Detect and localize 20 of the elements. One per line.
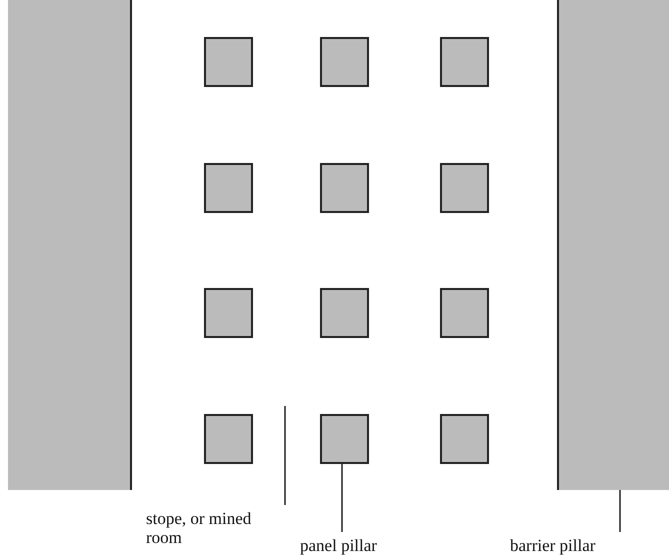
panel-pillar-block: [204, 414, 253, 464]
leader-line: [284, 406, 286, 505]
leader-label: barrier pillar: [510, 536, 620, 555]
panel-pillar-block: [440, 37, 489, 87]
panel-pillar-block: [320, 288, 369, 338]
panel-pillar-block: [440, 288, 489, 338]
panel-pillar-block: [320, 37, 369, 87]
leader-line: [341, 464, 343, 532]
panel-pillar-block: [440, 414, 489, 464]
leader-label: panel pillar: [300, 536, 390, 555]
panel-pillar-block: [320, 163, 369, 213]
panel-pillar-block: [320, 414, 369, 464]
panel-pillar-block: [204, 288, 253, 338]
panel-pillar-block: [204, 163, 253, 213]
leader-label: stope, or mined room: [146, 509, 276, 547]
panel-pillar-block: [204, 37, 253, 87]
barrier-pillar-block: [557, 0, 669, 490]
leader-line: [619, 490, 621, 532]
panel-pillar-block: [440, 163, 489, 213]
barrier-pillar-block: [8, 0, 132, 490]
